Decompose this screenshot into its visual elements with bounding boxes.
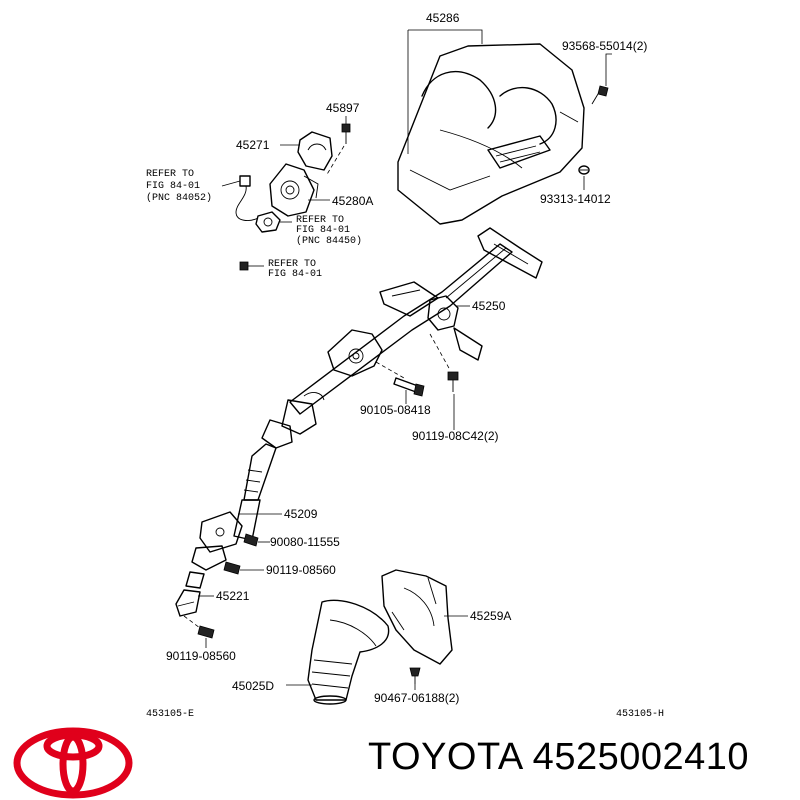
label-90119-08c42: 90119-08C42(2) <box>412 429 499 443</box>
bolt-11555-icon <box>243 533 259 547</box>
ref2-line2: FIG 84-01 <box>296 225 350 236</box>
bolt-45897-icon <box>341 123 351 144</box>
label-93313-14012: 93313-14012 <box>540 192 611 206</box>
label-90080-11555: 90080-11555 <box>270 535 340 549</box>
label-45280a: 45280A <box>332 194 373 208</box>
boot-45025d <box>307 599 390 705</box>
ref3-line2: FIG 84-01 <box>268 269 322 280</box>
ref2-line3: (PNC 84450) <box>296 235 362 247</box>
label-45025d: 45025D <box>232 679 274 693</box>
lower-u-joint <box>191 511 243 571</box>
label-45221: 45221 <box>216 589 250 603</box>
bolt-08c42-icon <box>447 371 459 392</box>
label-45250: 45250 <box>472 299 506 313</box>
label-93568-55014: 93568-55014(2) <box>562 39 647 53</box>
ref2-line1: REFER TO <box>296 215 344 226</box>
switch-cylinder <box>255 211 281 233</box>
brand-part-number: TOYOTA 4525002410 <box>368 736 750 778</box>
label-90467-06188: 90467-06188(2) <box>374 691 459 705</box>
ref1-line3: (PNC 84052) <box>146 192 212 204</box>
label-90119-08560-a: 90119-08560 <box>266 563 336 577</box>
footer-code-left: 453105-E <box>146 709 194 720</box>
bracket-45271 <box>297 131 333 171</box>
bolt-08418-icon <box>393 377 425 397</box>
clip-06188-icon <box>409 667 421 684</box>
ref1-line2: FIG 84-01 <box>146 181 200 192</box>
label-45209: 45209 <box>284 507 318 521</box>
bolt-08560-b-icon <box>197 625 215 639</box>
toyota-logo-icon <box>13 727 133 799</box>
label-45286: 45286 <box>426 11 460 25</box>
small-screw-icon <box>239 261 249 271</box>
label-90119-08560-b: 90119-08560 <box>166 649 236 663</box>
upper-column-cover <box>397 43 585 225</box>
ref1-line1: REFER TO <box>146 169 194 180</box>
label-90105-08418: 90105-08418 <box>360 403 431 417</box>
label-45271: 45271 <box>236 138 270 152</box>
label-45897: 45897 <box>326 101 360 115</box>
cover-45259a <box>381 569 453 665</box>
joint-45221 <box>175 571 205 617</box>
clip-icon <box>578 165 590 175</box>
lock-housing-45280a <box>269 163 319 217</box>
wire-harness <box>235 175 259 221</box>
screw-icon <box>591 85 609 105</box>
label-45259a: 45259A <box>470 609 511 623</box>
steering-column-45250 <box>289 227 543 415</box>
intermediate-shaft-45209 <box>233 399 317 541</box>
bolt-08560-a-icon <box>223 561 241 575</box>
footer-code-right: 453105-H <box>616 709 664 720</box>
ref3-line1: REFER TO <box>268 259 316 270</box>
